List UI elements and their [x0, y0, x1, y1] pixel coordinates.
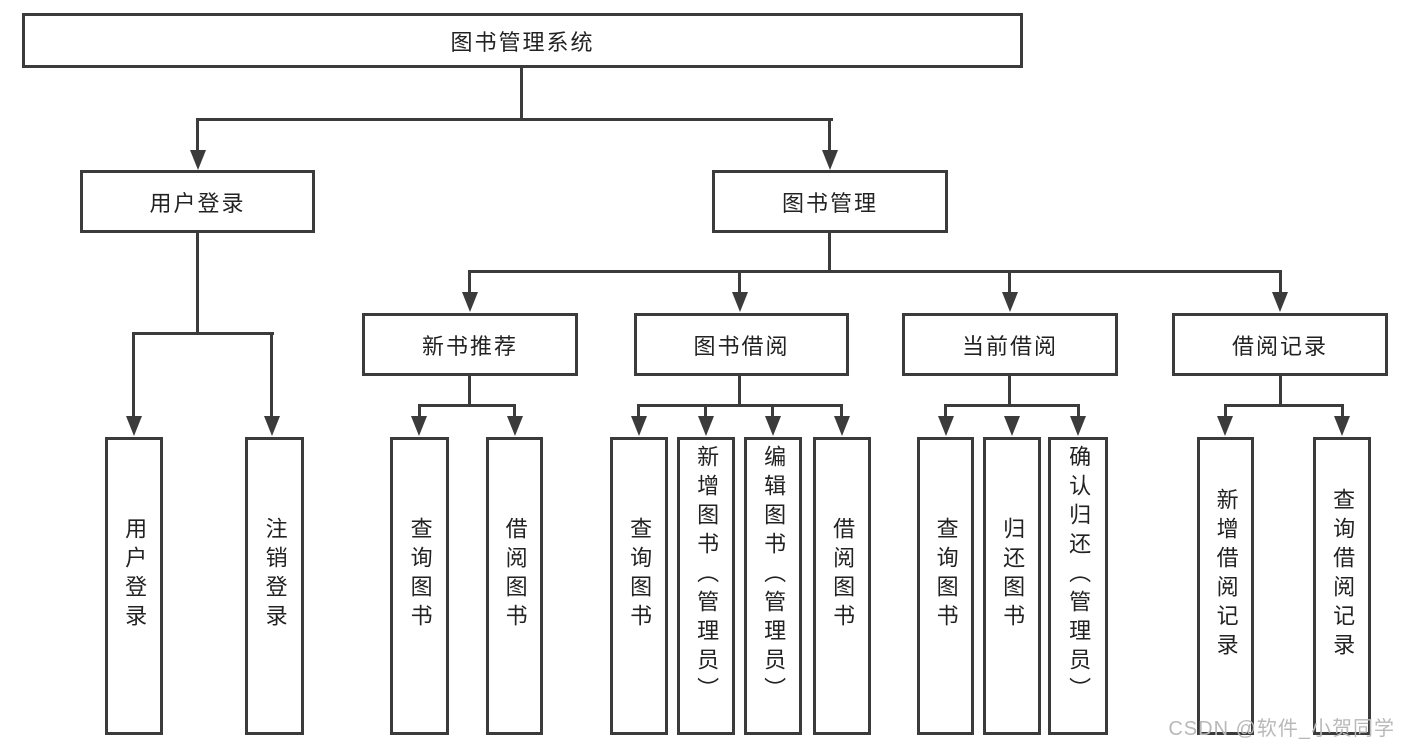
arrow-down-icon: [1272, 292, 1288, 312]
leaf-label: 查询图书: [627, 517, 653, 633]
leaf-query-books-recommend: 查询图书: [390, 437, 449, 735]
arrow-down-icon: [1334, 416, 1350, 436]
node-book-borrowing: 图书借阅: [634, 313, 849, 376]
connector: [1341, 404, 1344, 419]
connector: [944, 404, 1080, 407]
leaf-query-borrow-record: 查询借阅记录: [1313, 437, 1371, 735]
leaf-label: 确认归还︵管理员︶: [1066, 444, 1092, 706]
node-new-book-recommendation: 新书推荐: [362, 313, 578, 376]
connector: [738, 270, 741, 295]
connector: [738, 376, 741, 407]
leaf-borrow-books-recommend: 借阅图书: [486, 437, 543, 735]
arrow-down-icon: [732, 292, 748, 312]
leaf-confirm-return-admin: 确认归还︵管理员︶: [1048, 437, 1108, 735]
leaf-label: 注销登录: [262, 517, 288, 633]
connector: [1279, 270, 1282, 295]
node-root: 图书管理系统: [22, 13, 1023, 68]
arrow-down-icon: [938, 416, 954, 436]
connector: [418, 404, 516, 407]
leaf-add-books-admin: 新增图书︵管理员︶: [677, 437, 735, 735]
leaf-logout: 注销登录: [245, 437, 304, 735]
connector: [1224, 404, 1227, 419]
leaf-borrow-books: 借阅图书: [813, 437, 871, 735]
node-book-management: 图书管理: [712, 170, 948, 233]
connector: [944, 404, 947, 419]
arrow-down-icon: [264, 416, 280, 436]
node-current-borrowing: 当前借阅: [902, 313, 1118, 376]
arrow-down-icon: [190, 150, 206, 170]
arrow-down-icon: [765, 416, 781, 436]
node-user-login: 用户登录: [80, 170, 315, 233]
arrow-down-icon: [822, 150, 838, 170]
leaf-label: 查询借阅记录: [1330, 488, 1356, 662]
connector: [196, 118, 833, 121]
connector: [468, 270, 1282, 273]
leaf-label: 编辑图书︵管理员︶: [761, 444, 787, 706]
arrow-down-icon: [1217, 416, 1233, 436]
connector: [196, 233, 199, 335]
leaf-add-borrow-record: 新增借阅记录: [1197, 437, 1254, 735]
leaf-query-books-current: 查询图书: [917, 437, 974, 735]
arrow-down-icon: [507, 416, 523, 436]
connector: [468, 376, 471, 407]
connector: [132, 332, 135, 418]
connector: [132, 332, 274, 335]
connector: [1224, 404, 1344, 407]
leaf-label: 新增借阅记录: [1213, 488, 1239, 662]
leaf-user-login: 用户登录: [105, 437, 163, 735]
connector: [513, 404, 516, 419]
arrow-down-icon: [1070, 416, 1086, 436]
arrow-down-icon: [1004, 416, 1020, 436]
arrow-down-icon: [126, 416, 142, 436]
arrow-down-icon: [411, 416, 427, 436]
connector: [418, 404, 421, 419]
leaf-label: 借阅图书: [502, 517, 528, 633]
connector: [270, 332, 273, 418]
connector: [771, 404, 774, 419]
arrow-down-icon: [698, 416, 714, 436]
connector: [828, 233, 831, 273]
leaf-label: 新增图书︵管理员︶: [694, 444, 720, 706]
connector: [637, 404, 640, 419]
csdn-watermark: CSDN @软件_小贺同学: [1168, 718, 1395, 740]
arrow-down-icon: [462, 292, 478, 312]
leaf-label: 借阅图书: [830, 517, 856, 633]
connector: [637, 404, 843, 407]
leaf-label: 查询图书: [933, 517, 959, 633]
arrow-down-icon: [631, 416, 647, 436]
connector: [468, 270, 471, 295]
connector: [1077, 404, 1080, 419]
leaf-label: 用户登录: [122, 517, 148, 633]
leaf-edit-books-admin: 编辑图书︵管理员︶: [744, 437, 802, 735]
arrow-down-icon: [1002, 292, 1018, 312]
leaf-label: 查询图书: [407, 517, 433, 633]
connector: [704, 404, 707, 419]
node-borrowing-records: 借阅记录: [1172, 313, 1388, 376]
connector: [840, 404, 843, 419]
connector: [1279, 376, 1282, 407]
leaf-query-books-borrow: 查询图书: [610, 437, 668, 735]
connector: [1008, 270, 1011, 295]
connector: [828, 118, 831, 152]
connector: [196, 118, 199, 152]
leaf-label: 归还图书: [1000, 517, 1026, 633]
connector: [520, 67, 523, 121]
leaf-return-books: 归还图书: [983, 437, 1041, 735]
connector: [1008, 376, 1011, 407]
arrow-down-icon: [834, 416, 850, 436]
